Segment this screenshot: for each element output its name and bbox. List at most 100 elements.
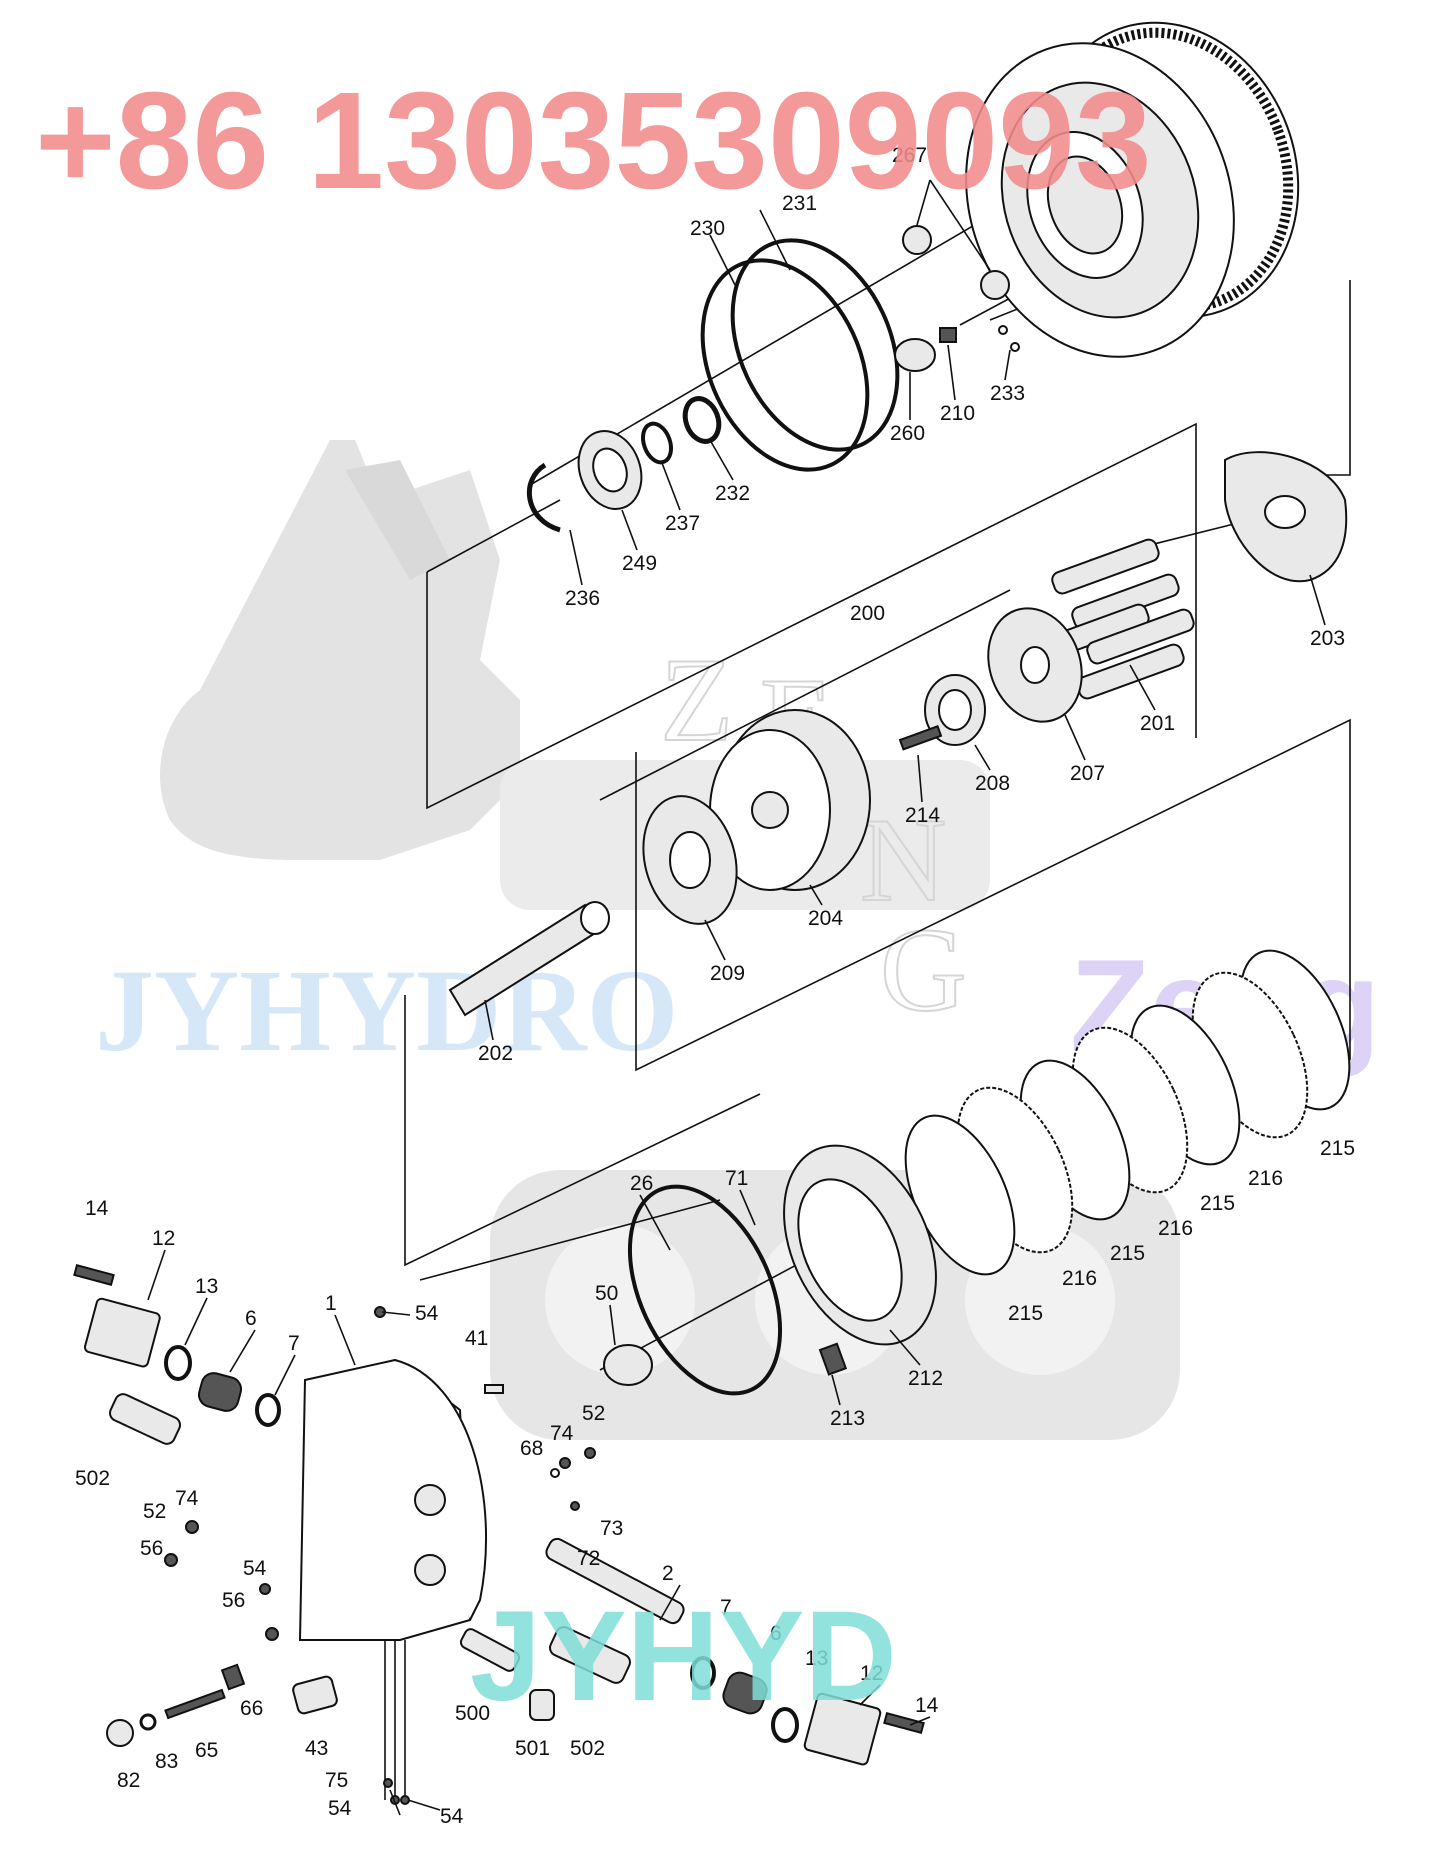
label-7a: 7 — [288, 1332, 300, 1355]
label-200: 200 — [850, 602, 885, 625]
label-215b: 215 — [1200, 1192, 1235, 1215]
label-230: 230 — [690, 217, 725, 240]
brake-piston-212 — [783, 1144, 937, 1346]
label-216c: 216 — [1062, 1267, 1097, 1290]
spring-213 — [818, 1342, 848, 1376]
ring-231 — [730, 238, 900, 452]
label-233: 233 — [990, 382, 1025, 405]
plug-82 — [106, 1719, 134, 1747]
label-41: 41 — [465, 1327, 488, 1350]
excavator-silhouette-watermark — [160, 440, 1180, 1440]
label-13b: 13 — [805, 1647, 828, 1670]
spool-2 — [545, 1537, 685, 1625]
label-6b: 6 — [770, 1622, 782, 1645]
label-215c: 215 — [1110, 1242, 1145, 1265]
label-201: 201 — [1140, 712, 1175, 735]
label-12b: 12 — [860, 1662, 883, 1685]
valve-plate-209 — [642, 795, 738, 925]
label-54a: 54 — [415, 1302, 439, 1325]
label-52b: 52 — [582, 1402, 605, 1425]
label-202: 202 — [478, 1042, 513, 1065]
label-2: 2 — [662, 1562, 674, 1585]
label-207: 207 — [1070, 762, 1105, 785]
label-260: 260 — [890, 422, 925, 445]
label-12a: 12 — [152, 1227, 175, 1250]
valve-body-1 — [298, 1358, 487, 1641]
label-43: 43 — [305, 1737, 328, 1760]
o-ring-13-right — [771, 1707, 799, 1743]
pins-233 — [998, 325, 1020, 352]
washer-83 — [139, 1713, 157, 1731]
label-1: 1 — [325, 1292, 337, 1315]
swash-plate-203 — [1224, 451, 1348, 583]
cover-12-right — [803, 1692, 882, 1766]
label-75: 75 — [325, 1769, 348, 1792]
label-249: 249 — [622, 552, 657, 575]
label-68: 68 — [520, 1437, 543, 1460]
label-50: 50 — [595, 1282, 618, 1305]
bolt-14-right — [883, 1712, 925, 1734]
cylinder-block-204 — [709, 709, 871, 891]
o-ring-7-left — [255, 1393, 281, 1427]
o-ring-26 — [627, 1184, 783, 1396]
label-216a: 216 — [1248, 1167, 1283, 1190]
label-73: 73 — [600, 1517, 623, 1540]
label-14b: 14 — [915, 1694, 939, 1717]
retainer-plate-207 — [987, 607, 1083, 723]
pistons-201 — [1041, 538, 1195, 700]
label-7b: 7 — [720, 1596, 732, 1619]
assembly-boxes — [404, 280, 1351, 1267]
label-213: 213 — [830, 1407, 865, 1430]
label-56a: 56 — [140, 1537, 163, 1560]
cover-12-left — [83, 1297, 161, 1368]
label-13a: 13 — [195, 1275, 218, 1298]
label-501: 501 — [515, 1737, 550, 1760]
label-54b: 54 — [243, 1557, 267, 1580]
cartridge-502-right — [549, 1626, 631, 1684]
label-208: 208 — [975, 772, 1010, 795]
spring-6-left — [197, 1372, 243, 1412]
label-72: 72 — [577, 1547, 600, 1570]
gear-hub-housing — [965, 21, 1300, 358]
label-210: 210 — [940, 402, 975, 425]
label-231: 231 — [782, 192, 817, 215]
bushing-260 — [894, 338, 936, 372]
spring-6-right — [722, 1671, 768, 1715]
label-502a: 502 — [75, 1467, 110, 1490]
bolt-plug-267 — [902, 179, 1010, 300]
cartridge-502-left — [108, 1393, 182, 1445]
spherical-bushing-208 — [924, 674, 986, 746]
label-267: 267 — [892, 144, 927, 167]
shaft-202 — [448, 901, 610, 1017]
label-203: 203 — [1310, 627, 1345, 650]
label-215a: 215 — [1320, 1137, 1355, 1160]
label-204: 204 — [808, 907, 843, 930]
cartridge-500 — [459, 1628, 521, 1672]
o-ring-13-left — [164, 1345, 192, 1381]
part-number-labels: 267 231 230 260 210 233 232 237 249 236 … — [75, 144, 1355, 1828]
brand-watermark-cyan: JYHYD — [470, 1585, 897, 1728]
spring-210 — [939, 327, 957, 343]
ring-230 — [700, 258, 870, 472]
svg-text:N: N — [860, 793, 947, 926]
label-65: 65 — [195, 1739, 218, 1762]
label-71: 71 — [725, 1167, 748, 1190]
label-212: 212 — [908, 1367, 943, 1390]
snap-ring-237 — [640, 421, 674, 465]
label-502b: 502 — [570, 1737, 605, 1760]
circlip-236 — [527, 462, 561, 533]
phone-number-watermark: +86 13035309093 — [35, 64, 1152, 218]
label-215d: 215 — [1008, 1302, 1043, 1325]
friction-plates — [904, 949, 1351, 1276]
plug-501 — [529, 1689, 555, 1721]
label-66: 66 — [240, 1697, 263, 1720]
label-216b: 216 — [1158, 1217, 1193, 1240]
label-54d: 54 — [440, 1805, 464, 1828]
label-83: 83 — [155, 1750, 178, 1773]
label-52a: 52 — [143, 1500, 166, 1523]
bearing-249 — [577, 430, 643, 510]
label-56b: 56 — [222, 1589, 245, 1612]
label-26: 26 — [630, 1172, 653, 1195]
